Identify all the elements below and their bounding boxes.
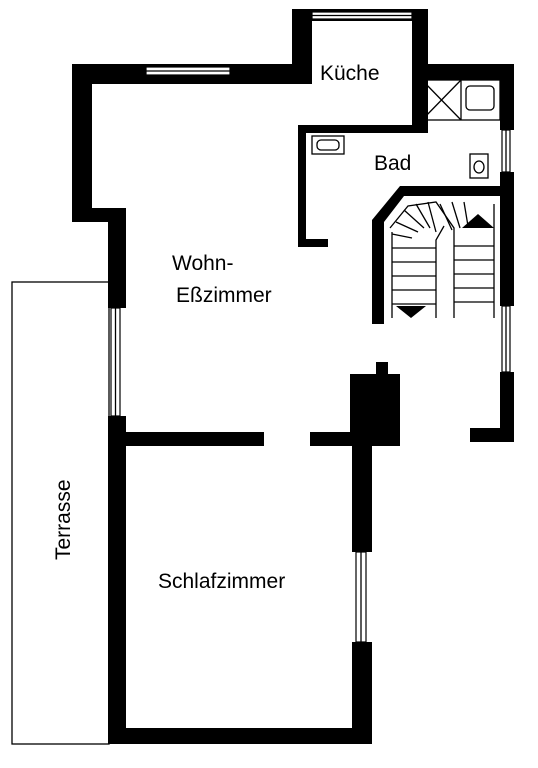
walls bbox=[72, 9, 514, 744]
wall-bath-left bbox=[298, 125, 306, 247]
wall-living-left-upper bbox=[72, 64, 92, 222]
label-wohn-line2: Eßzimmer bbox=[176, 284, 272, 307]
wall-bottom-right-stub bbox=[470, 428, 514, 442]
wall-bedroom-bottom bbox=[108, 728, 372, 744]
stair-arrow-up-icon bbox=[462, 214, 494, 228]
wall-living-left-mid bbox=[108, 208, 126, 308]
window-right-lower bbox=[501, 305, 511, 373]
bath-toilet bbox=[469, 153, 489, 179]
label-terrasse: Terrasse bbox=[52, 479, 75, 560]
wall-bedroom-right-upper bbox=[352, 432, 372, 552]
window-bedroom bbox=[355, 551, 367, 643]
wall-column-cap bbox=[376, 362, 388, 374]
kitchen-sink bbox=[465, 85, 495, 111]
stair-up-treads bbox=[439, 201, 494, 303]
kitchen-counter bbox=[421, 79, 501, 121]
bath-washbasin bbox=[311, 135, 345, 155]
room-labels: Küche Bad Wohn- Eßzimmer Schlafzimmer Te… bbox=[52, 62, 411, 593]
stair-arrow-down-icon bbox=[396, 306, 426, 318]
wall-right-upper bbox=[500, 64, 514, 130]
wall-bath-stub bbox=[298, 239, 328, 247]
window-bath-right bbox=[501, 129, 511, 173]
fixtures bbox=[311, 79, 501, 179]
wall-right-mid bbox=[500, 172, 514, 306]
wall-bath-top bbox=[412, 64, 514, 80]
wall-right-lower bbox=[500, 372, 514, 442]
window-kitchen bbox=[311, 11, 413, 20]
label-bad: Bad bbox=[374, 152, 411, 175]
window-living-left bbox=[110, 307, 121, 417]
windows bbox=[110, 11, 511, 643]
label-schlafzimmer: Schlafzimmer bbox=[158, 570, 285, 593]
wall-bedroom-left bbox=[108, 432, 126, 744]
label-kueche: Küche bbox=[320, 62, 380, 85]
stair-down-treads bbox=[391, 201, 437, 305]
staircase bbox=[389, 201, 495, 318]
wall-divider-left bbox=[108, 432, 264, 446]
wall-bath-divider bbox=[298, 125, 428, 133]
label-wohn-line1: Wohn- bbox=[172, 252, 233, 275]
wall-bedroom-right-lower bbox=[352, 642, 372, 744]
window-living-top bbox=[145, 66, 231, 76]
